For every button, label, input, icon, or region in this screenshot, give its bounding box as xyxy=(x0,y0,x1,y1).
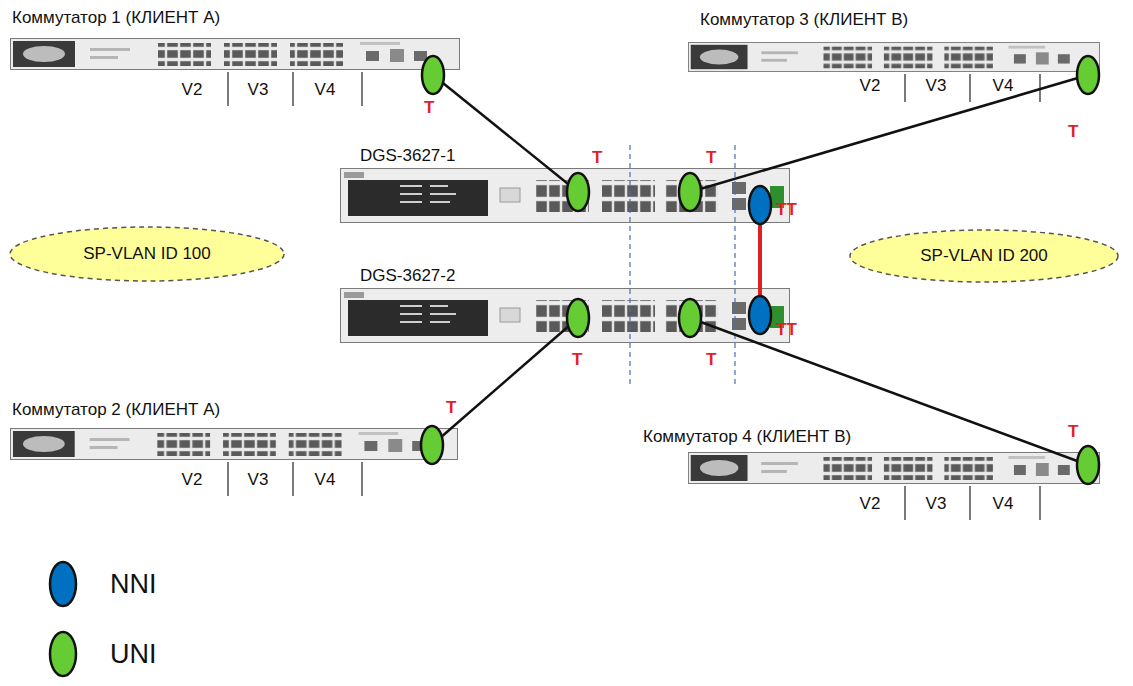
link-segment xyxy=(690,75,1088,192)
legend-swatch xyxy=(46,630,80,678)
switch-title: DGS-3627-1 xyxy=(360,146,455,166)
switch-title: Коммутатор 3 (КЛИЕНТ В) xyxy=(700,10,908,30)
switch-box: Коммутатор 2 (КЛИЕНТ А)V2V3V4 xyxy=(10,428,458,460)
access-switch xyxy=(10,429,457,460)
nni-port xyxy=(749,186,771,334)
legend-oval xyxy=(50,632,76,676)
uni-port xyxy=(421,56,1099,484)
vlan-label: SP-VLAN ID 200 xyxy=(920,246,1048,266)
vlan-name: V3 xyxy=(248,80,269,100)
link-segment xyxy=(433,75,578,192)
vlan-ellipse-shape xyxy=(10,227,284,281)
vlan-dividers xyxy=(228,72,1040,520)
vlan-ellipse-outline xyxy=(8,225,286,283)
switch-box: DGS-3627-1 xyxy=(340,168,790,223)
legend-text: NNI xyxy=(110,568,157,600)
vlan-ellipse: SP-VLAN ID 200 xyxy=(848,228,1120,284)
vlan-name: V2 xyxy=(182,470,203,490)
link-segment xyxy=(432,318,578,445)
link-line xyxy=(432,318,578,445)
switch-title: Коммутатор 1 (КЛИЕНТ А) xyxy=(12,8,220,28)
legend-item: UNI xyxy=(46,630,157,678)
vlan-name: V3 xyxy=(248,470,269,490)
vlan-name: V4 xyxy=(993,494,1014,514)
switch-box: DGS-3627-2 xyxy=(340,288,790,343)
switch-title: Коммутатор 2 (КЛИЕНТ А) xyxy=(12,400,220,420)
switch-box: Коммутатор 3 (КЛИЕНТ В)V2V3V4 xyxy=(688,42,1100,72)
vlan-ellipse-outline xyxy=(848,228,1120,284)
vlan-name: V4 xyxy=(993,76,1014,96)
port-mode-tag: TT xyxy=(776,200,797,220)
vlan-ellipse: SP-VLAN ID 100 xyxy=(8,225,286,283)
link-segment xyxy=(690,318,1088,465)
vlan-name: V2 xyxy=(860,494,881,514)
port-mode-tag: T xyxy=(446,398,456,418)
legend-oval xyxy=(50,562,76,606)
switch-title: Коммутатор 4 (КЛИЕНТ В) xyxy=(643,427,851,447)
access-switch xyxy=(688,42,1099,71)
switch-box: Коммутатор 4 (КЛИЕНТ В)V2V3V4 xyxy=(688,452,1100,484)
legend-item: NNI xyxy=(46,560,157,608)
port-mode-tag: T xyxy=(572,350,582,370)
link-line xyxy=(690,75,1088,192)
access-switch xyxy=(11,39,460,70)
vlan-name: V4 xyxy=(315,80,336,100)
dashed-separator xyxy=(630,145,735,385)
port-mode-tag: T xyxy=(1068,422,1078,442)
port-mode-tag: TT xyxy=(776,320,797,340)
vlan-label: SP-VLAN ID 100 xyxy=(83,244,211,264)
link-line xyxy=(433,75,578,192)
core-switch xyxy=(341,289,790,343)
port-mode-tag: T xyxy=(1068,122,1078,142)
vlan-name: V3 xyxy=(926,494,947,514)
vlan-name: V4 xyxy=(315,470,336,490)
core-switch xyxy=(341,169,790,223)
link-line xyxy=(690,318,1088,465)
vlan-name: V2 xyxy=(182,80,203,100)
legend-text: UNI xyxy=(110,638,157,670)
port-mode-tag: T xyxy=(706,350,716,370)
vlan-ellipse-shape xyxy=(850,230,1118,282)
vlan-name: V2 xyxy=(860,76,881,96)
port-mode-tag: T xyxy=(424,98,434,118)
access-switch xyxy=(688,453,1099,484)
port-mode-tag: T xyxy=(706,148,716,168)
vlan-name: V3 xyxy=(926,76,947,96)
port-mode-tag: T xyxy=(592,148,602,168)
legend-swatch xyxy=(46,560,80,608)
switch-title: DGS-3627-2 xyxy=(360,266,455,286)
switch-box: Коммутатор 1 (КЛИЕНТ А)V2V3V4 xyxy=(10,38,460,70)
